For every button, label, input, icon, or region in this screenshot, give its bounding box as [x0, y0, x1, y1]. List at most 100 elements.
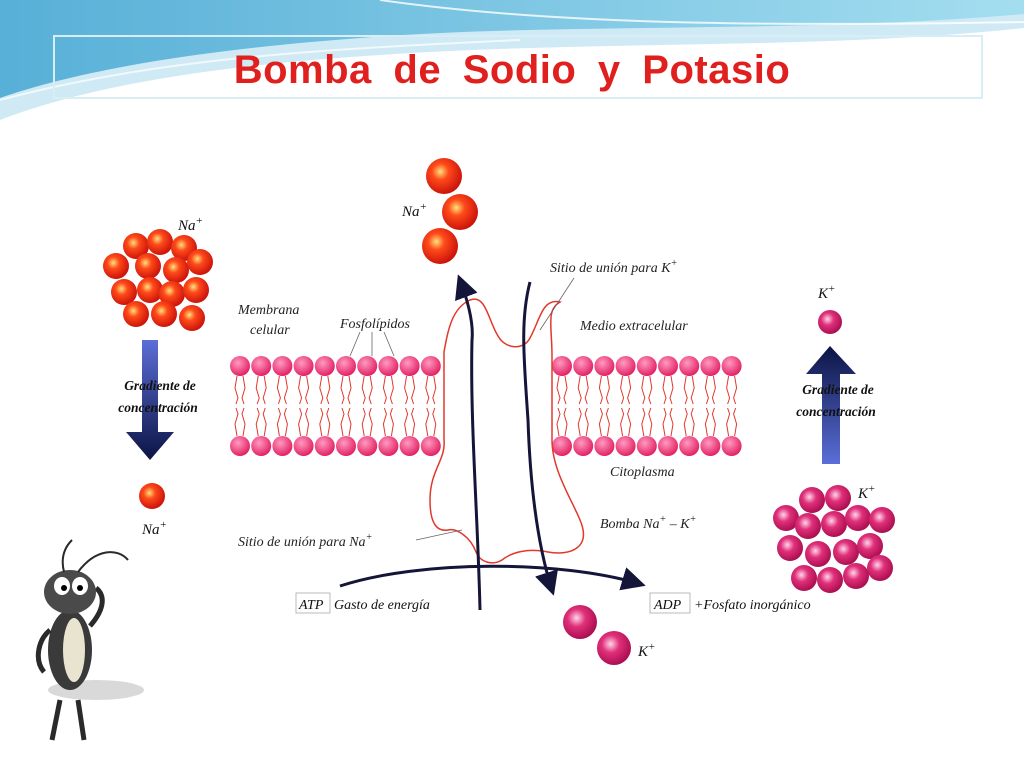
left-sodium-cluster	[103, 229, 213, 331]
phospholipid-head	[679, 436, 700, 456]
header-wave-decoration	[0, 0, 1024, 120]
phospholipid-head	[357, 356, 378, 376]
phospholipid-tail	[340, 375, 352, 437]
extracellular-label: Medio extracelular	[579, 319, 688, 334]
phospholipid-head	[700, 356, 721, 376]
phospholipid-head	[399, 436, 420, 456]
left-single-sodium-ion	[139, 483, 165, 509]
phospholipid-head	[721, 436, 742, 456]
phospholipid-head	[420, 436, 441, 456]
atp-energy-label: Gasto de energía	[334, 598, 430, 613]
right-top-k-label: K+	[817, 283, 835, 302]
phospholipid-head	[399, 356, 420, 376]
phospholipid-tail	[620, 375, 632, 437]
phospholipid-tail	[255, 375, 267, 437]
phospholipid-head	[293, 436, 314, 456]
phospholipid-head	[679, 356, 700, 376]
phospholipid-tail	[556, 375, 568, 437]
phospholipid-head	[336, 436, 356, 456]
slide-title: Bomba de Sodio y Potasio	[233, 48, 791, 92]
phospholipid-tail	[598, 375, 610, 437]
phospholipid-tail	[382, 375, 394, 437]
right-potassium-cluster	[773, 485, 895, 593]
bottom-k-label: K+	[637, 641, 655, 660]
na-binding-site-label: Sitio de unión para Na+	[238, 532, 372, 550]
phospholipid-head	[230, 356, 250, 376]
right-gradient-label-line1: Gradiente de	[802, 382, 874, 397]
cartoon-ant-icon	[35, 539, 144, 741]
membrane-label-line1: Membrana	[237, 303, 299, 318]
atp-to-adp-arrow	[339, 564, 646, 591]
na-site-pointer	[415, 529, 463, 541]
phospholipid-head	[552, 436, 572, 456]
top-sodium-ions	[422, 158, 478, 264]
phospholipid-head	[615, 356, 636, 376]
left-single-na-label: Na+	[141, 519, 167, 538]
phospholipid-tail	[361, 375, 373, 437]
right-gradient-arrow-icon	[806, 346, 856, 464]
membrane-label-line2: celular	[250, 323, 290, 338]
phospholipid-head	[594, 356, 615, 376]
phospholipid-head	[314, 436, 335, 456]
phospholipid-head	[272, 436, 293, 456]
potassium-entry-arrow	[522, 281, 558, 596]
phospholipid-head	[420, 356, 441, 376]
phospholipid-head	[251, 436, 272, 456]
phospholipid-head	[700, 436, 721, 456]
adp-phosphate-label: +Fosfato inorgánico	[694, 598, 811, 613]
phospholipid-head	[336, 356, 356, 376]
membrane-bilayer	[230, 356, 742, 456]
top-na-label: Na+	[401, 201, 427, 220]
phospholipid-head	[272, 356, 293, 376]
phospholipid-head	[615, 436, 636, 456]
right-gradient-label-line2: concentración	[796, 404, 876, 419]
pump-protein-outline	[429, 298, 585, 564]
phospholipid-tail	[726, 375, 738, 437]
phospholipid-head	[378, 436, 399, 456]
phospholipid-head	[552, 356, 572, 376]
cytoplasm-label: Citoplasma	[610, 465, 675, 480]
phospholipid-head	[573, 356, 594, 376]
phospholipids-pointer	[349, 331, 395, 357]
phospholipids-label: Fosfolípidos	[339, 317, 411, 332]
phospholipid-head	[658, 356, 678, 376]
phospholipid-tail	[704, 375, 716, 437]
phospholipid-tail	[276, 375, 288, 437]
phospholipid-tail	[425, 375, 437, 437]
right-cluster-k-label: K+	[857, 483, 875, 502]
phospholipid-head	[293, 356, 314, 376]
phospholipid-head	[573, 436, 594, 456]
atp-box	[295, 592, 331, 614]
bottom-potassium-ions	[563, 605, 631, 665]
phospholipid-head	[357, 436, 378, 456]
phospholipid-tail	[577, 375, 589, 437]
left-gradient-arrow-icon	[126, 340, 174, 460]
phospholipid-tail	[683, 375, 695, 437]
phospholipid-head	[314, 356, 335, 376]
atp-label: ATP	[298, 598, 324, 613]
phospholipid-head	[636, 436, 657, 456]
adp-box	[649, 592, 691, 614]
diagram-area	[72, 118, 936, 700]
phospholipid-head	[378, 356, 399, 376]
phospholipid-head	[721, 356, 742, 376]
phospholipid-tail	[298, 375, 310, 437]
left-na-label: Na+	[177, 215, 203, 234]
left-gradient-label-line2: concentración	[118, 400, 198, 415]
sodium-exit-arrow	[455, 274, 482, 611]
phospholipid-head	[251, 356, 272, 376]
phospholipid-tail	[319, 375, 331, 437]
phospholipid-tail	[234, 375, 246, 437]
k-site-pointer	[539, 277, 575, 331]
k-binding-site-label: Sitio de unión para K+	[550, 258, 677, 276]
adp-label: ADP	[653, 598, 682, 613]
phospholipid-tail	[662, 375, 674, 437]
pump-label: Bomba Na+ – K+	[600, 514, 696, 532]
phospholipid-tail	[404, 375, 416, 437]
phospholipid-head	[636, 356, 657, 376]
right-single-potassium-ion	[818, 310, 842, 334]
phospholipid-head	[594, 436, 615, 456]
left-gradient-label-line1: Gradiente de	[124, 378, 196, 393]
